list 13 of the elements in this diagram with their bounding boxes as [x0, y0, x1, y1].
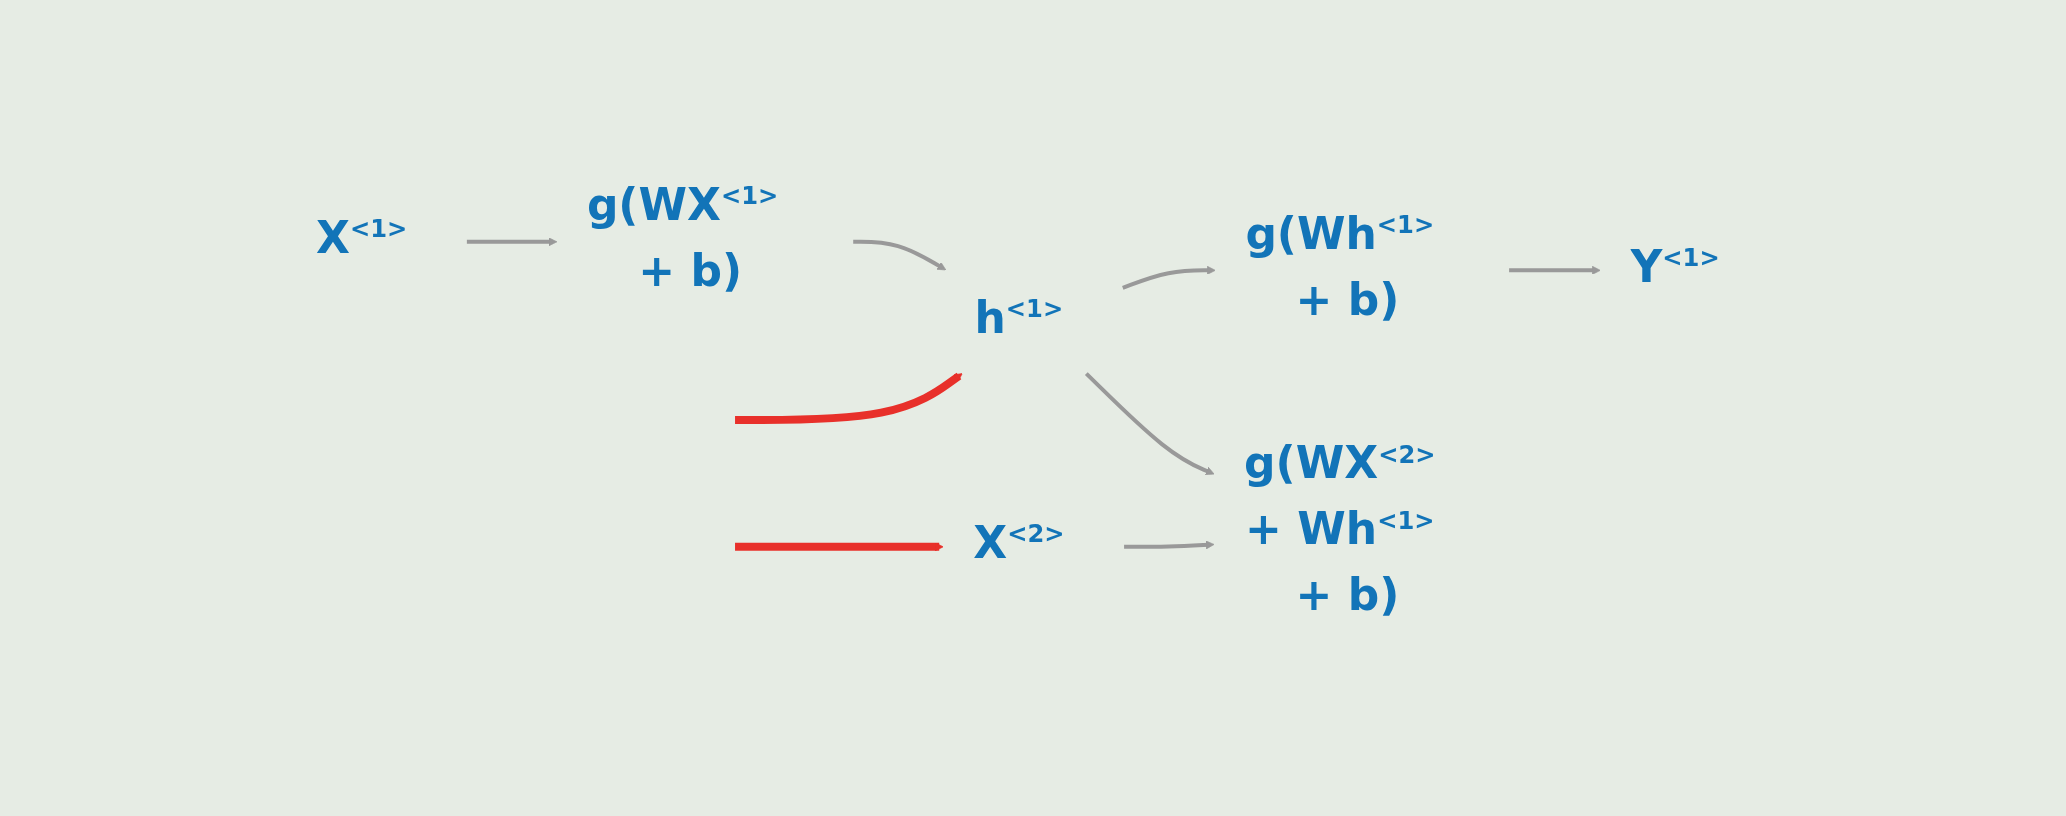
- arrow: [853, 240, 947, 271]
- node-text: Y$^{<1>}$: [1630, 240, 1721, 292]
- node-text: g(WX$^{<1>}$ + b): [587, 179, 779, 297]
- node-text: g(WX$^{<2>}$ + Wh$^{<1>}$ + b): [1244, 437, 1436, 621]
- arrow: [1124, 540, 1215, 550]
- node-text: h$^{<1>}$: [974, 292, 1064, 344]
- node-text: X$^{<1>}$: [316, 212, 408, 264]
- node-text: X$^{<2>}$: [973, 517, 1065, 569]
- arrow: [1509, 266, 1602, 275]
- arrow: [467, 237, 558, 247]
- arrow: [1122, 266, 1217, 291]
- arrow: [1085, 372, 1215, 476]
- node-text: g(Wh$^{<1>}$ + b): [1245, 207, 1435, 325]
